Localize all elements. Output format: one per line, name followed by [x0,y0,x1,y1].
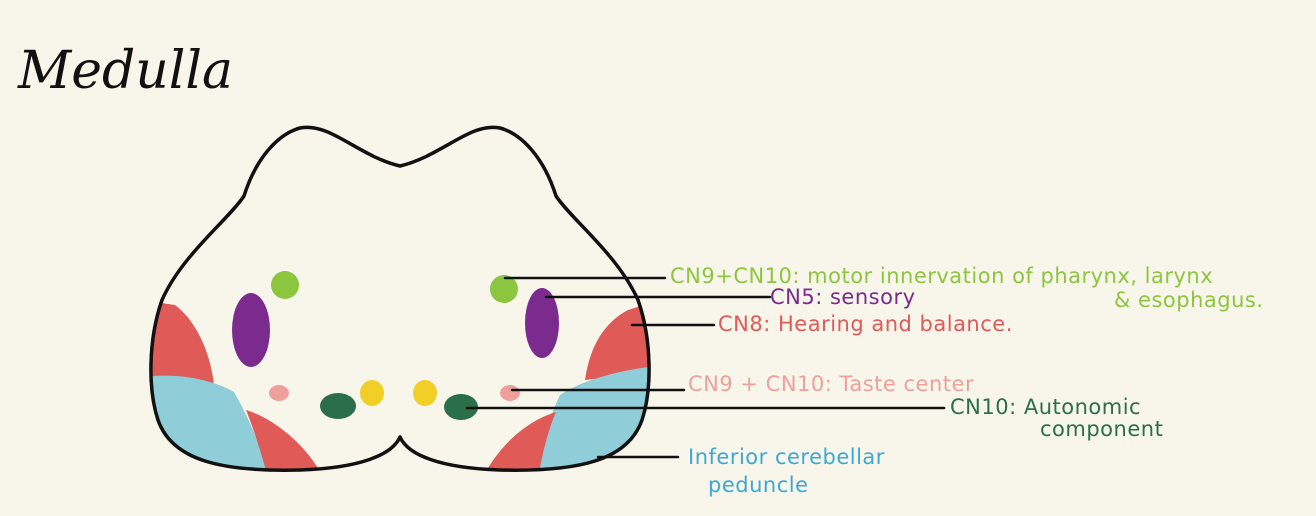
taste-nucleus-right [500,385,520,401]
leader-lines [465,276,946,459]
cn8-wedge-left [246,410,318,471]
medulla-outline [149,125,651,472]
cn5-sensory-nucleus-left [232,293,270,367]
icp-label-line1: Inferior cerebellar [688,445,885,469]
motor-label-line2: & esophagus. [1114,288,1264,312]
cn9-cn10-motor-nucleus-right [490,275,518,303]
autonomic-label-line2: component [1040,417,1163,441]
taste-label: CN9 + CN10: Taste center [688,372,974,396]
motor-label-line1: CN9+CN10: motor innervation of pharynx, … [670,264,1213,288]
yellow-nucleus-left [360,380,384,406]
taste-nucleus-left [269,385,289,401]
sensory-label: CN5: sensory [770,285,916,309]
page-title: Medulla [17,41,233,101]
cn10-autonomic-nucleus-left [320,393,356,419]
autonomic-label-line1: CN10: Autonomic [950,395,1141,419]
cn5-sensory-nucleus-right [525,288,559,358]
yellow-nucleus-right [413,380,437,406]
icp-label-line2: peduncle [708,473,809,497]
hearing-label: CN8: Hearing and balance. [718,312,1013,336]
cn8-wedge-right [488,412,556,471]
cn8-region-right [585,300,650,380]
cn10-autonomic-nucleus-right [444,394,478,420]
cn9-cn10-motor-nucleus-left [271,271,299,299]
cn8-region-left [150,300,214,385]
